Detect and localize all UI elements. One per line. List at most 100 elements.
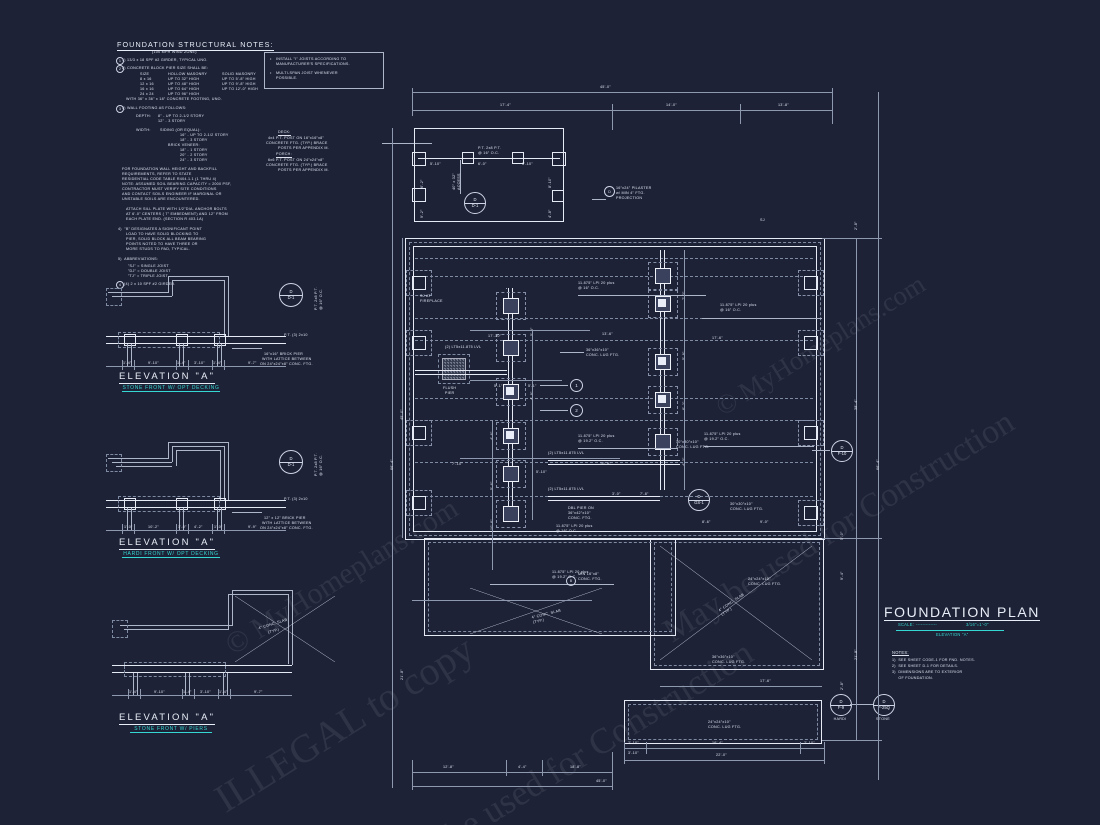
deck-dim-2: 6'-0" bbox=[478, 162, 487, 166]
bubble-bottom-label: D-1 bbox=[287, 294, 295, 300]
bottom-dim-seg1: 12'-8" bbox=[443, 765, 454, 769]
title-notes-heading: NOTES: bbox=[892, 650, 909, 657]
notes-table-row-2-solid: UP TO 12'-0" HIGH bbox=[222, 87, 258, 91]
deck-outline bbox=[414, 128, 564, 222]
interior-dim-o: 7'-10" bbox=[452, 462, 463, 466]
notes-width-line-4: 18" - 1 STORY bbox=[180, 148, 208, 152]
bubble-top-label: D bbox=[289, 288, 293, 294]
bottom-dim-seg2: 4'-4" bbox=[518, 765, 527, 769]
deck-notes-title: DECK: bbox=[278, 130, 291, 136]
notes-girder-note: (4) 2 x 10 SPF #2 GIRDER. bbox=[124, 282, 176, 286]
deck-dim-5: 9'-2" bbox=[420, 209, 424, 218]
notes-table-row-1-hollow: UP TO 48" HIGH bbox=[168, 82, 200, 86]
plan-lug-ftg-2: 30"x30"x10" CONC. LUG FTG. bbox=[676, 440, 710, 449]
bubble-gs1[interactable]: D GS-1 bbox=[688, 489, 710, 511]
plan-lvl-beam-1: (2) LT5x11.875 LVL bbox=[445, 345, 482, 349]
plan-lug-ftg-6: 24"x24"x10" CONC. LUG FTG. bbox=[708, 720, 742, 729]
plan-number-bubble-1[interactable]: 1 bbox=[570, 379, 583, 392]
top-overall-dim-line bbox=[412, 92, 832, 93]
deck-leader-line bbox=[382, 143, 432, 144]
title-note-2: 3) DIMENSIONS ARE TO EXTERIOR bbox=[892, 670, 963, 674]
garage-dim-seg3: 2'-10" bbox=[804, 741, 815, 745]
left-overall-dim-line bbox=[392, 128, 393, 788]
elev2-dim-2: 1'-0" bbox=[178, 525, 187, 529]
notes-width-line-0: SIDING (OR EQUAL): bbox=[160, 128, 201, 132]
porch-notes-line-2: POSTS PER APPENDIX M. bbox=[278, 168, 329, 172]
interior-dim-b: 13'-6" bbox=[602, 332, 613, 336]
bubble-f25q-stone[interactable]: D F-25Q bbox=[873, 694, 895, 716]
notes-table-row-3-hollow: UP TO 96" HIGH bbox=[168, 92, 200, 96]
notes-table-footer: WITH 36" x 36" x 18" CONCRETE FOOTING, U… bbox=[126, 97, 223, 101]
bubble-bottom-label: F-9 bbox=[837, 704, 845, 710]
elevation-2-title: ELEVATION "A" bbox=[119, 537, 216, 550]
bubble-d1-elev2[interactable]: D D-1 bbox=[279, 450, 303, 474]
porch-notes-title: PORCH: bbox=[276, 152, 292, 158]
plan-number-bubble-2[interactable]: 2 bbox=[570, 404, 583, 417]
interior-dim-p: 10'-8" bbox=[600, 462, 611, 466]
bottom-dim-seg3: 18'-8" bbox=[570, 765, 581, 769]
plan-joist-note-2: 11.875" LPI 20 plus @ 16" O.C. bbox=[720, 303, 757, 312]
notes-width-line-1: 16" - UP TO 2-1/2 STORY bbox=[180, 133, 229, 137]
garage-footing-outline bbox=[654, 542, 820, 666]
interior-dim-a: 17'-10" bbox=[488, 334, 502, 338]
plan-flush-pier: FLUSH PIER bbox=[443, 386, 457, 395]
deck-dim-7: 4'-8" bbox=[548, 209, 552, 218]
bubble-f9-caption: HARDI bbox=[833, 717, 847, 721]
bubble-f10[interactable]: D F-10 bbox=[831, 440, 853, 462]
deck-notes-line-1: CONCRETE FTG. (TYP.) BRACE bbox=[266, 141, 328, 145]
notes-paragraph1-4: CONTRACTOR MUST VERIFY SITE CONDITIONS bbox=[122, 187, 217, 191]
elev2-callout-1: WITH LATTICE BETWEEN bbox=[262, 521, 312, 525]
notes-abbrev-1: "DJ" = DOUBLE JOIST bbox=[128, 269, 171, 273]
plan-joist-note-1: 11.875" LPI 20 plus @ 16" O.C. bbox=[578, 281, 615, 290]
interior-dim-t: 8'-6" bbox=[702, 520, 711, 524]
bubble-f25q-caption: STONE bbox=[876, 717, 890, 721]
bubble-top-label: D bbox=[473, 196, 477, 202]
notes-paragraph1-5: AND CONTACT SOILS ENGINEER IF MARGINAL O… bbox=[122, 192, 222, 196]
bubble-f9-hardi[interactable]: D F-9 bbox=[830, 694, 852, 716]
deck-dim-3: 5'-10" bbox=[522, 162, 533, 166]
elev2-dim-4: 1'-0" bbox=[214, 525, 223, 529]
notes-table-row-0-hollow: UP TO 32" HIGH bbox=[168, 77, 200, 81]
notes-item-4-3: POINTS NOTED TO HAVE THREE OR bbox=[126, 242, 198, 246]
main-house-inner-wall bbox=[413, 246, 817, 532]
plan-scale-value: 3/16"=1'-0" bbox=[966, 622, 989, 627]
plan-sj-fireplace: SJ AT FIREPLACE bbox=[420, 294, 443, 303]
notes-paragraph2-0: ATTACH SILL PLATE WITH 1/2"DIA. ANCHOR B… bbox=[126, 207, 227, 211]
notes-table-row-0-size: 8 x 16 bbox=[140, 77, 152, 81]
plan-min-ftg-note: 16"x24" PILASTER w/ MIN 4" FTG. PROJECTI… bbox=[616, 186, 652, 200]
elev2-dim-1: 10'-2" bbox=[148, 525, 159, 529]
plan-pilaster: MIN 16"x8" CONC. FTG. bbox=[578, 572, 602, 581]
front-porch-outline bbox=[624, 700, 822, 744]
plan-joist-note-6: 11.875" LPI 20 plus @ 16" O.C. bbox=[556, 524, 593, 533]
bubble-top-label: D bbox=[697, 493, 701, 499]
notes-table-row-2-hollow: UP TO 64" HIGH bbox=[168, 87, 200, 91]
notes-title: FOUNDATION STRUCTURAL NOTES: bbox=[117, 40, 274, 51]
notes-item-1: 1) 13/3 x 18 SPF #2 GIRDER, TYPICAL UNO. bbox=[122, 58, 208, 62]
interior-dim-u: 9'-0" bbox=[760, 520, 769, 524]
notes-item-4-0: 4) "B" DESIGNATES A SIGNIFICANT POINT bbox=[118, 227, 203, 231]
plan-scale-dots: ------------- bbox=[916, 622, 937, 627]
bubble-min-ftg[interactable]: D bbox=[604, 186, 615, 197]
joist-note-bullet1-line2: MANUFACTURER'S SPECIFICATIONS. bbox=[276, 62, 350, 66]
notes-paragraph1-3: NOTE: ASSUMED SOIL BEARING CAPACITY = 20… bbox=[122, 182, 232, 186]
joist-note-bullet2-line2: POSSIBLE. bbox=[276, 76, 298, 80]
left-dim-seg1: 45'-0" bbox=[400, 409, 404, 420]
elev2-dim-3: 4'-2" bbox=[194, 525, 203, 529]
title-note-3: OF FOUNDATION. bbox=[892, 676, 934, 680]
garage-dim-seg1: 2'-10" bbox=[628, 741, 639, 745]
notes-depth-line-0: 8" - UP TO 2-1/2 STORY bbox=[158, 114, 205, 118]
title-note-1: 2) SEE SHEET D-1 FOR DETAILS. bbox=[892, 664, 959, 668]
bottom-dim-overall: 45'-0" bbox=[596, 779, 607, 783]
bubble-top-label: D bbox=[840, 444, 844, 450]
bubble-d1-deck[interactable]: D D-1 bbox=[464, 192, 486, 214]
bubble-d1-elev1[interactable]: D D-1 bbox=[279, 283, 303, 307]
joist-note-bullet1-line1: INSTALL "I" JOISTS ACCORDING TO bbox=[276, 57, 347, 61]
joist-note-bullet-dot-2: • bbox=[270, 71, 272, 75]
notes-paragraph1-0: FOR FOUNDATION WALL HEIGHT AND BACKFILL bbox=[122, 167, 218, 171]
porch-notes-line-0: 6x6 P.T. POST ON 24"x24"x8" bbox=[268, 158, 325, 162]
plan-lug-ftg-1: 36"x36"x10" CONC. LUG FTG. bbox=[586, 348, 620, 357]
notes-width-line-3: BRICK VENEER: bbox=[168, 143, 200, 147]
right-dim-overall: 66'-4" bbox=[876, 459, 880, 470]
deck-notes-line-0: 4x4 P.T. POST ON 16"x16"x8" bbox=[268, 136, 325, 140]
